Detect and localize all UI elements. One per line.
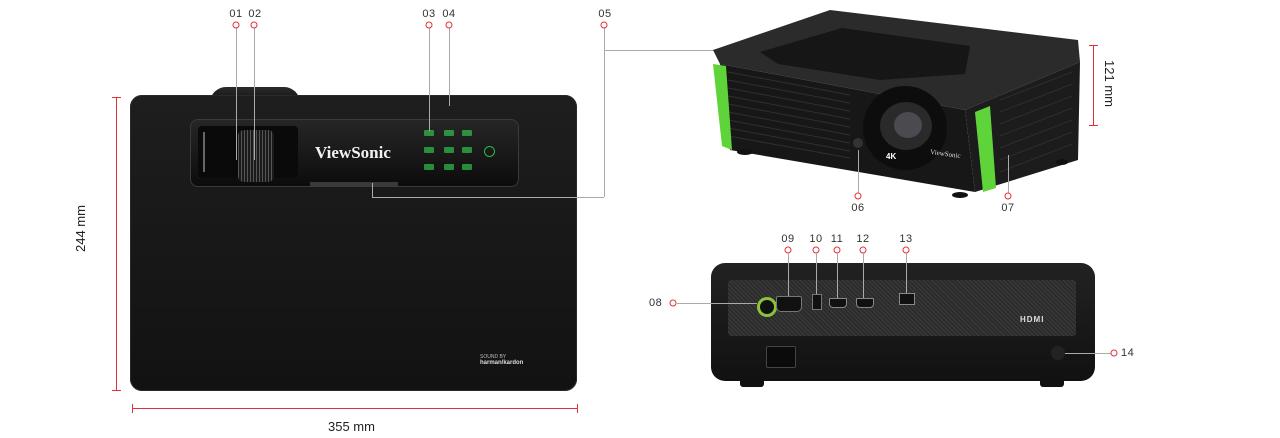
rear-ir-sensor <box>1051 346 1065 360</box>
foot <box>1040 377 1064 387</box>
callout-14: 14 <box>1121 347 1135 359</box>
service-port-icon[interactable] <box>899 293 915 305</box>
keypad-button[interactable] <box>424 164 434 170</box>
dim-tick <box>1089 125 1098 126</box>
keypad-button[interactable] <box>424 147 434 153</box>
callout-line <box>906 253 907 293</box>
callout-06: 06 <box>851 202 865 214</box>
dim-tick <box>1089 45 1098 46</box>
callout-line <box>604 26 605 197</box>
callout-11: 11 <box>830 233 844 245</box>
callout-08: 08 <box>649 297 663 309</box>
callout-13: 13 <box>899 233 913 245</box>
hdmi-port-icon[interactable] <box>856 298 874 308</box>
callout-dot <box>854 192 862 200</box>
callout-02: 02 <box>248 8 262 20</box>
callout-dot <box>1004 192 1012 200</box>
dim-width-label: 355 mm <box>328 419 375 434</box>
callout-line <box>863 253 864 298</box>
callout-line <box>1008 155 1009 195</box>
status-icons <box>203 132 217 172</box>
callout-line <box>372 197 604 198</box>
foot <box>740 377 764 387</box>
brand-logo: ViewSonic <box>315 143 391 162</box>
keypad <box>420 127 505 177</box>
focus-wheel[interactable] <box>238 130 274 182</box>
usb-port-icon[interactable] <box>812 294 822 310</box>
callout-line <box>858 150 859 195</box>
vent-grille <box>727 71 851 159</box>
dim-line-height <box>1093 45 1094 125</box>
callout-dot <box>669 299 677 307</box>
dim-tick <box>132 404 133 413</box>
power-icon[interactable] <box>484 146 495 157</box>
callout-line <box>429 26 430 131</box>
callout-dot <box>600 21 608 29</box>
callout-dot <box>250 21 258 29</box>
callout-dot <box>1110 349 1118 357</box>
callout-dot <box>232 21 240 29</box>
callout-10: 10 <box>809 233 823 245</box>
callout-line <box>816 253 817 294</box>
audio-brand-prefix: SOUND BY <box>480 354 507 360</box>
keypad-button[interactable] <box>444 164 454 170</box>
dim-tick <box>112 97 121 98</box>
vga-port-icon[interactable] <box>776 296 802 312</box>
front-lip <box>310 182 398 186</box>
dim-line-depth <box>116 97 117 390</box>
dim-tick <box>577 404 578 413</box>
keypad-button[interactable] <box>462 130 472 136</box>
callout-line <box>1065 353 1111 354</box>
callout-01: 01 <box>229 8 243 20</box>
callout-line <box>449 26 450 106</box>
keypad-button[interactable] <box>424 130 434 136</box>
callout-05: 05 <box>598 8 612 20</box>
callout-04: 04 <box>442 8 456 20</box>
callout-line <box>254 26 255 160</box>
callout-line <box>837 253 838 298</box>
callout-line <box>604 50 779 51</box>
audio-brand: harman/kardon <box>480 360 524 366</box>
keypad-button[interactable] <box>462 164 472 170</box>
callout-line <box>788 253 789 296</box>
callout-dot <box>425 21 433 29</box>
keypad-button[interactable] <box>462 147 472 153</box>
dim-height-label: 121 mm <box>1102 60 1117 107</box>
dim-tick <box>112 390 121 391</box>
badge-4k: 4K <box>886 152 897 161</box>
callout-line <box>372 183 373 197</box>
audio-jack-icon[interactable] <box>757 297 777 317</box>
callout-03: 03 <box>422 8 436 20</box>
keypad-button[interactable] <box>444 147 454 153</box>
callout-line <box>677 303 757 304</box>
dim-line-width <box>132 408 577 409</box>
callout-dot <box>445 21 453 29</box>
callout-09: 09 <box>781 233 795 245</box>
hdmi-logo: HDMI <box>1020 315 1045 324</box>
ac-inlet-icon[interactable] <box>766 346 796 368</box>
hdmi-port-icon[interactable] <box>829 298 847 308</box>
callout-07: 07 <box>1001 202 1015 214</box>
callout-12: 12 <box>856 233 870 245</box>
keypad-button[interactable] <box>444 130 454 136</box>
callout-line <box>236 26 237 160</box>
